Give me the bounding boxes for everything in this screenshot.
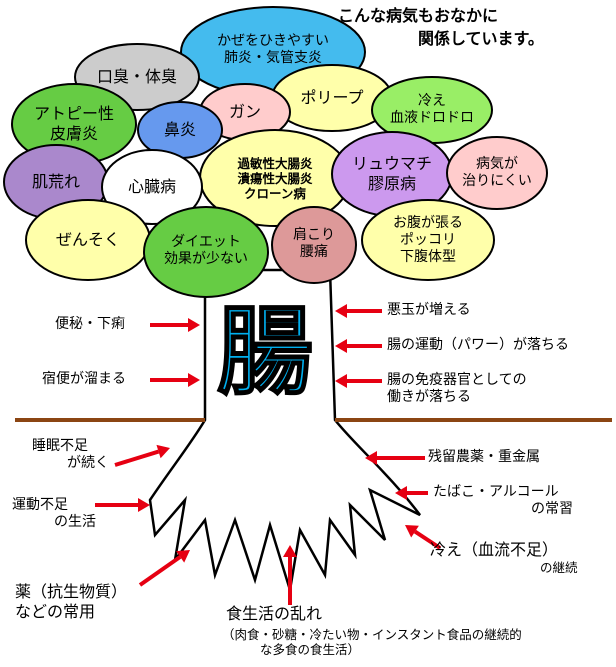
- cause-sleep-line2: が続く: [67, 455, 109, 471]
- cause-tobacco: たばこ・アルコール の常習: [433, 484, 573, 518]
- circle-belly: [361, 199, 495, 281]
- label-cold-line1: かぜをひきやすい: [217, 33, 329, 49]
- label-chill-line1: 冷え: [418, 93, 446, 109]
- cause-tobacco-line2: の常習: [531, 501, 573, 517]
- arrow-stool: [150, 373, 200, 387]
- cause-cold: 冷え（血流不足） の継続: [430, 540, 578, 575]
- arrow-motility: [335, 339, 382, 353]
- label-shoulder-line2: 腰痛: [300, 244, 328, 260]
- arrow-pesticide: [365, 451, 425, 465]
- label-ibs-line3: クローン病: [244, 186, 306, 201]
- arrow-bad-bacteria: [335, 304, 382, 318]
- cause-sleep: 睡眠不足 が続く: [32, 438, 109, 472]
- label-ibs-line2: 潰瘍性大腸炎: [237, 171, 313, 186]
- cause-exercise: 運動不足 の生活: [12, 497, 96, 531]
- label-ibs-line1: 過敏性大腸炎: [237, 156, 313, 171]
- cause-medicine-line2: などの常用: [15, 602, 96, 621]
- cause-cold-line2: の継続: [540, 560, 578, 575]
- label-atopy: アトピー性 皮膚炎: [24, 104, 124, 144]
- cause-diet: 食生活の乱れ: [218, 604, 322, 624]
- label-skin-line1: 肌荒れ: [31, 172, 80, 191]
- label-rheuma-line1: リュウマチ: [351, 154, 432, 173]
- label-rheuma: リュウマチ 膠原病: [342, 154, 442, 194]
- circle-heart: [101, 149, 203, 225]
- cause-medicine: 薬（抗生物質） などの常用: [15, 582, 127, 622]
- label-heal-line2: 治りにくい: [462, 173, 532, 189]
- cause-diet-line1: 食生活の乱れ: [226, 604, 323, 623]
- label-nose: 鼻炎: [150, 120, 210, 140]
- label-belly-line1: お腹が張る: [393, 215, 463, 231]
- arrow-exercise: [95, 498, 150, 512]
- label-belly-line3: 下腹体型: [400, 249, 456, 265]
- title-line1: こんな病気もおなかに: [338, 6, 499, 25]
- circle-diet: [143, 206, 269, 298]
- cause-exercise-line2: の生活: [54, 514, 96, 530]
- label-heal: 病気が 治りにくい: [452, 156, 542, 190]
- arrow-cold: [405, 525, 442, 550]
- label-shoulder: 肩こり 腰痛: [279, 227, 349, 261]
- label-polyp-line1: ポリープ: [300, 88, 364, 107]
- effect-immune-line2: 働きが落ちる: [387, 389, 471, 405]
- cause-tobacco-line1: たばこ・アルコール: [433, 484, 559, 500]
- label-belly-line2: ポッコリ: [400, 232, 456, 248]
- arrow-medicine: [138, 550, 190, 587]
- arrow-tobacco: [395, 486, 428, 500]
- label-heal-line1: 病気が: [476, 156, 518, 172]
- label-asthma: ぜんそく: [43, 230, 133, 250]
- label-asthma-line1: ぜんそく: [55, 230, 120, 249]
- effect-bad-bacteria: 悪玉が増える: [387, 302, 471, 318]
- label-diet-line2: 効果が少ない: [164, 251, 248, 267]
- cause-cold-line1: 冷え（血流不足）: [430, 540, 559, 559]
- arrow-sleep: [114, 444, 170, 467]
- effect-immune-line1: 腸の免疫器官としての: [387, 372, 527, 388]
- label-belly: お腹が張る ポッコリ 下腹体型: [373, 215, 483, 266]
- arrow-group: [95, 304, 442, 605]
- arrow-diet: [283, 545, 297, 605]
- trunk-label: 腸: [217, 296, 313, 408]
- cause-exercise-line1: 運動不足: [12, 497, 68, 513]
- effect-constipation: 便秘・下痢: [55, 316, 125, 332]
- cause-diet-line3: な多食の食生活）: [260, 642, 361, 657]
- cause-medicine-line1: 薬（抗生物質）: [15, 582, 128, 601]
- cause-diet-detail: （肉食・砂糖・冷たい物・インスタント食品の継続的 な多食の食生活）: [222, 627, 522, 657]
- label-skin: 肌荒れ: [16, 172, 96, 192]
- label-heart-line1: 心臓病: [127, 177, 176, 196]
- arrow-immune: [335, 374, 382, 388]
- label-diet-line1: ダイエット: [171, 234, 241, 250]
- effect-motility: 腸の運動（パワー）が落ちる: [387, 337, 569, 353]
- label-cold: かぜをひきやすい 肺炎・気管支炎: [195, 33, 351, 67]
- label-cold-line2: 肺炎・気管支炎: [224, 50, 322, 66]
- label-breath: 口臭・体臭: [87, 67, 187, 87]
- label-cancer: ガン: [215, 102, 275, 122]
- label-ibs: 過敏性大腸炎 潰瘍性大腸炎 クローン病: [215, 156, 335, 201]
- label-nose-line1: 鼻炎: [163, 120, 196, 139]
- arrow-constipation: [150, 318, 200, 332]
- circle-shoulder: [271, 206, 357, 284]
- label-shoulder-line1: 肩こり: [293, 227, 335, 243]
- title-line2: 関係しています。: [418, 29, 544, 48]
- circle-heal: [446, 136, 548, 210]
- label-breath-line1: 口臭・体臭: [96, 67, 177, 86]
- tree-trunk: [148, 268, 421, 591]
- label-heart: 心臓病: [112, 177, 192, 197]
- cause-pesticide: 残留農薬・重金属: [428, 449, 540, 465]
- label-atopy-line2: 皮膚炎: [49, 124, 98, 143]
- label-atopy-line1: アトピー性: [33, 104, 114, 123]
- label-chill: 冷え 血液ドロドロ: [382, 93, 482, 127]
- label-chill-line2: 血液ドロドロ: [390, 110, 474, 126]
- effect-immune: 腸の免疫器官としての 働きが落ちる: [387, 372, 527, 406]
- effect-stool: 宿便が溜まる: [42, 371, 126, 387]
- label-polyp: ポリープ: [287, 88, 377, 108]
- cause-sleep-line1: 睡眠不足: [32, 438, 88, 454]
- label-cancer-line1: ガン: [228, 102, 261, 121]
- cause-diet-line2: （肉食・砂糖・冷たい物・インスタント食品の継続的: [222, 627, 522, 642]
- label-diet: ダイエット 効果が少ない: [156, 234, 256, 268]
- label-rheuma-line2: 膠原病: [367, 174, 416, 193]
